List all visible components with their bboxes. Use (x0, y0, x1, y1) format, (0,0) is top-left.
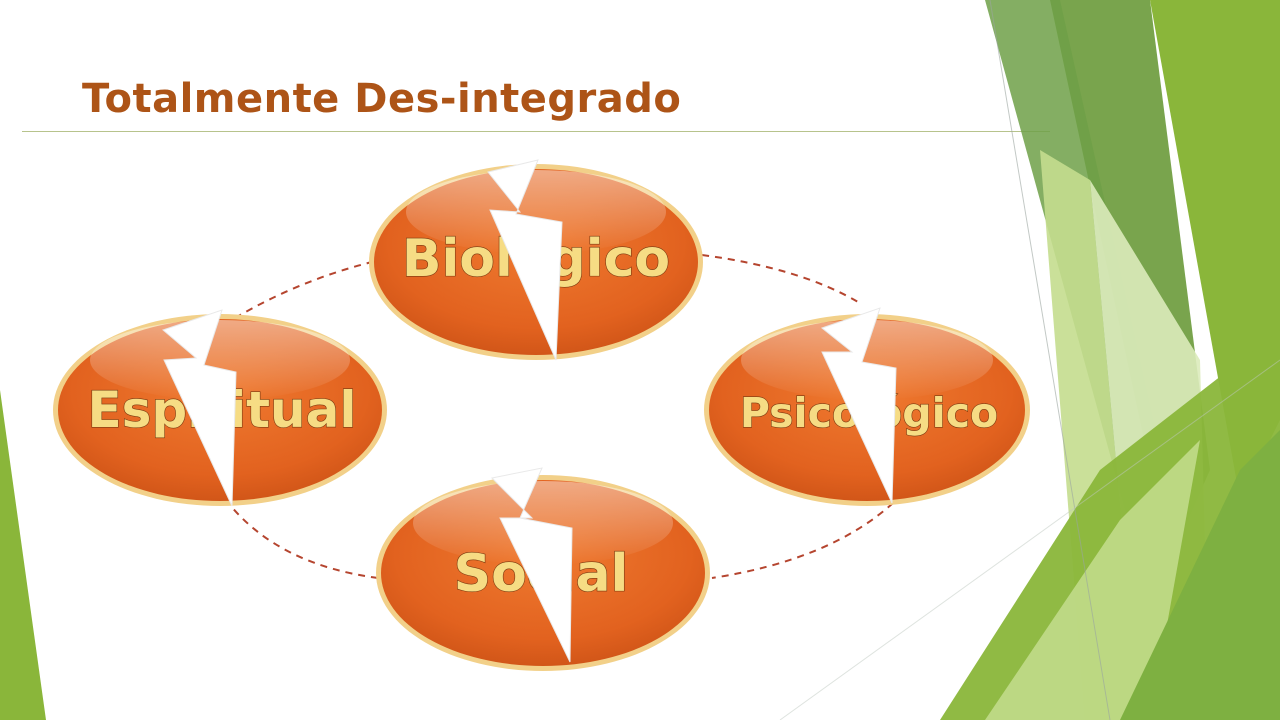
connector-social-espiritual (229, 504, 379, 579)
lightning-bolt-icon (487, 159, 563, 361)
connector-psicologico-social (711, 502, 894, 579)
lightning-bolt-icon (490, 467, 573, 663)
lightning-bolt-icon (162, 309, 237, 507)
title-underline (22, 131, 1050, 132)
connector-espiritual-biologico (234, 261, 373, 319)
connector-biologico-psicologico (701, 254, 859, 303)
lightning-bolt-icon (820, 307, 897, 504)
lightning-bolts (162, 159, 897, 663)
green-decoration-left (0, 390, 46, 720)
cycle-connectors (229, 254, 894, 579)
green-decoration-right (779, 0, 1280, 720)
slide-title: Totalmente Des-integrado (82, 76, 682, 122)
